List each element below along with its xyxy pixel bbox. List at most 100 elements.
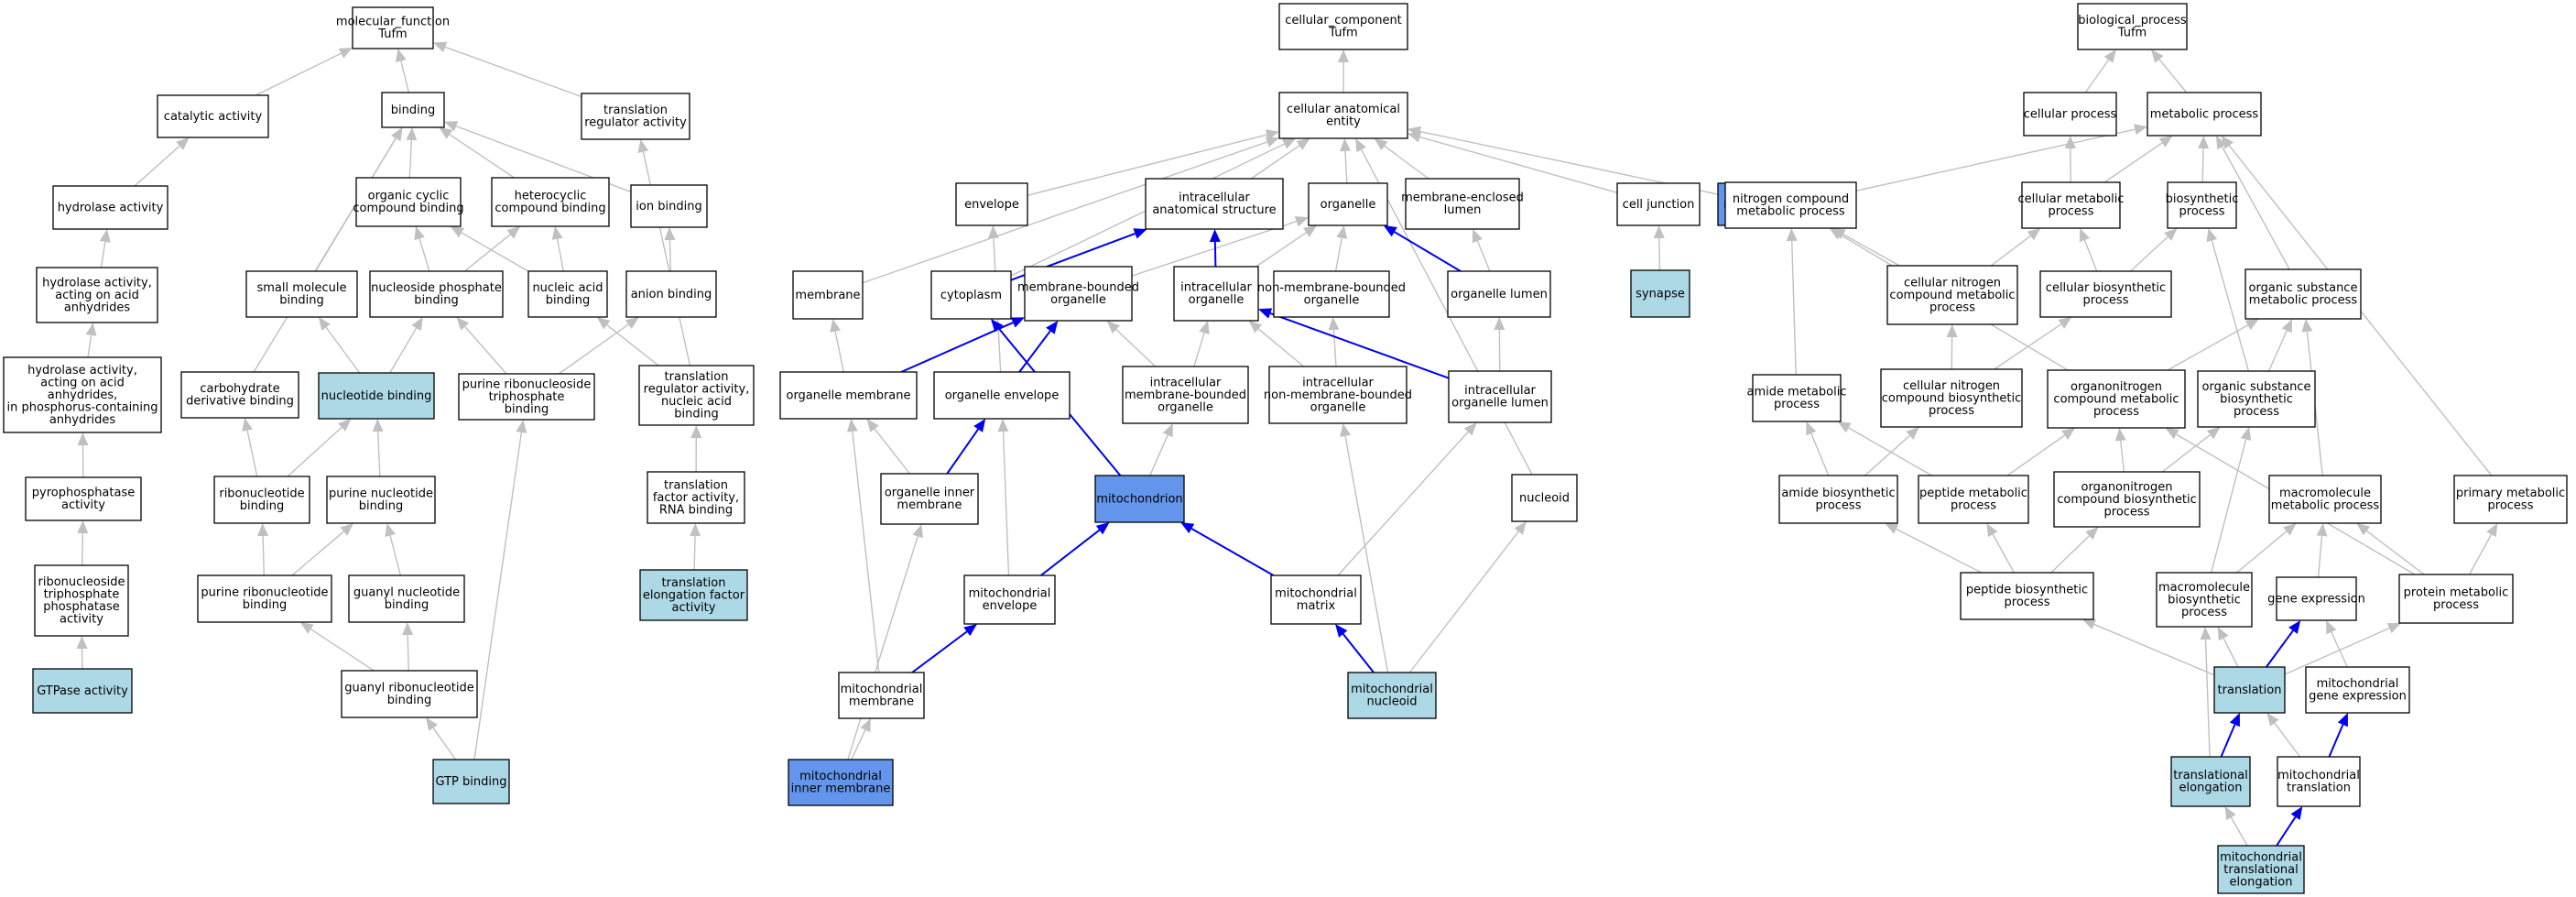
go-term-gtpase[interactable]: GTPase activity [32, 668, 133, 714]
go-term-org-env[interactable]: organelle envelope [933, 371, 1071, 420]
edge-translation-to-mbp [2217, 627, 2239, 668]
go-term-gene-expr[interactable]: gene expression [2267, 576, 2365, 621]
arrowhead-icon [2288, 620, 2301, 634]
arrowhead-icon [1180, 522, 1195, 534]
go-term-met-proc[interactable]: metabolic process [2147, 92, 2262, 137]
go-term-hydrolase[interactable]: hydrolase activity [52, 185, 168, 230]
term-label: anhydrides, [48, 388, 118, 402]
term-box [1447, 270, 1551, 318]
go-term-ntp-phos[interactable]: ribonucleosidetriphosphatephosphataseact… [34, 564, 129, 637]
term-label: ion binding [636, 200, 701, 213]
go-term-nucleoid[interactable]: nucleoid [1511, 474, 1578, 522]
go-term-organelle[interactable]: organelle [1308, 182, 1388, 226]
term-label: process [1774, 398, 1820, 411]
go-term-hyd-anhyd[interactable]: hydrolase activity,acting on acidanhydri… [36, 267, 158, 323]
go-term-cell-proc[interactable]: cellular process [2023, 92, 2117, 137]
go-term-org-lumen[interactable]: organelle lumen [1447, 270, 1551, 318]
go-term-anion[interactable]: anion binding [625, 270, 717, 318]
go-term-synapse[interactable]: synapse [1630, 269, 1690, 318]
go-term-catalytic[interactable]: catalytic activity [157, 94, 269, 138]
edge-line [473, 432, 523, 760]
edge-line [1018, 330, 1051, 373]
go-term-gtp[interactable]: GTP binding [432, 759, 510, 804]
go-term-binding[interactable]: binding [381, 92, 445, 128]
term-label: inner membrane [791, 782, 891, 796]
arrowhead-icon [963, 624, 977, 637]
go-term-ion-binding[interactable]: ion binding [630, 184, 708, 228]
edge-line [418, 238, 430, 272]
arrowhead-icon [318, 317, 331, 331]
go-term-cell-junc[interactable]: cell junction [1616, 182, 1701, 226]
term-label: anatomical structure [1152, 203, 1276, 217]
go-term-envelope[interactable]: envelope [955, 182, 1028, 226]
go-term-membrane[interactable]: membrane [792, 270, 864, 320]
go-term-inmbo[interactable]: intracellularnon-membrane-boundedorganel… [1264, 366, 1412, 424]
term-label: mitochondrial [2220, 850, 2302, 864]
go-term-org-mem[interactable]: organelle membrane [779, 371, 918, 420]
go-term-hyd-phos[interactable]: hydrolase activity,acting on acidanhydri… [3, 356, 162, 433]
term-box [2053, 471, 2201, 528]
go-term-mito[interactable]: mitochondrion [1094, 475, 1185, 523]
go-term-cytoplasm[interactable]: cytoplasm [930, 270, 1012, 320]
edge-line [444, 46, 582, 98]
go-term-nucleotide[interactable]: nucleotide binding [318, 372, 435, 420]
go-term-translation[interactable]: translation [2213, 666, 2286, 714]
